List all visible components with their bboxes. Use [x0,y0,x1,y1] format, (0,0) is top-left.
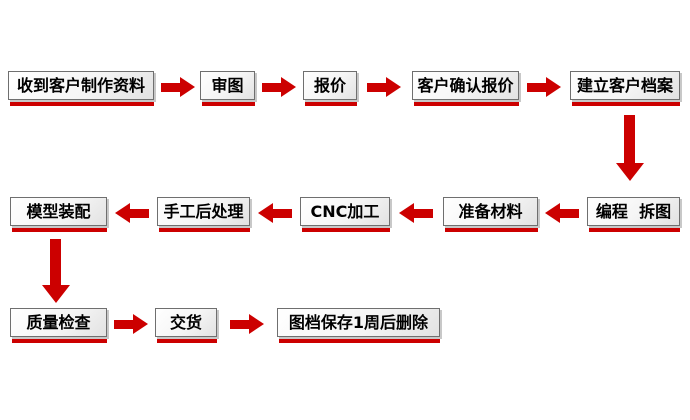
arrow-right-icon [230,314,264,334]
arrow-left-icon [115,203,149,223]
node-create-customer-file: 建立客户档案 [570,71,680,106]
node-label: 交货 [169,312,202,332]
node-programming-split-drawing: 编程 拆图 [587,197,680,232]
node-customer-confirm-quote: 客户确认报价 [412,71,519,106]
node-label: 准备材料 [458,201,523,221]
arrow-right-icon [527,77,561,97]
node-file-retention-delete: 图档保存1周后删除 [277,308,440,343]
arrow-left-icon [258,203,292,223]
arrow-down-icon [616,115,644,181]
node-cnc-machining: CNC加工 [300,197,390,232]
node-manual-post-processing: 手工后处理 [157,197,250,232]
node-delivery: 交货 [155,308,217,343]
node-quote: 报价 [303,71,357,106]
node-review-drawing: 审图 [200,71,255,106]
node-model-assembly: 模型装配 [10,197,107,232]
arrow-down-icon [42,239,70,303]
arrow-right-icon [114,314,148,334]
node-label: 编程 拆图 [595,201,672,221]
arrow-right-icon [367,77,401,97]
node-label: 建立客户档案 [576,75,673,95]
node-label: 手工后处理 [163,201,244,221]
node-label: 收到客户制作资料 [16,75,145,95]
arrow-right-icon [262,77,296,97]
arrow-left-icon [545,203,579,223]
arrow-left-icon [399,203,433,223]
node-label: 图档保存1周后删除 [288,312,429,332]
node-quality-check: 质量检查 [10,308,107,343]
node-label: 客户确认报价 [417,75,514,95]
node-label: 报价 [313,75,346,95]
node-prepare-materials: 准备材料 [443,197,538,232]
node-label: 质量检查 [26,312,91,332]
node-label: 审图 [211,75,244,95]
node-label: CNC加工 [310,201,380,221]
node-label: 模型装配 [26,201,91,221]
node-receive-customer-materials: 收到客户制作资料 [8,71,154,106]
arrow-right-icon [161,77,195,97]
